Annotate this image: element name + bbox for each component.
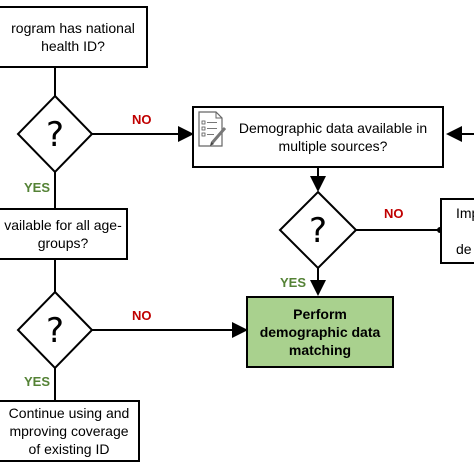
decision-diamond-3: [16, 290, 94, 370]
box-continue-existing-id: Continue using and mproving coverage of …: [0, 400, 140, 462]
yes-label: YES: [24, 180, 51, 195]
box-national-health-id: rogram has national health ID?: [0, 6, 148, 68]
no-label: NO: [132, 308, 152, 323]
box-available-age-groups: vailable for all age- groups?: [0, 208, 128, 260]
document-checklist-pencil-icon: [198, 111, 227, 147]
decision-diamond-1: [16, 94, 94, 174]
decision-symbol: ?: [46, 115, 64, 155]
decision-symbol: ?: [46, 311, 64, 351]
decision-diamond-2: [278, 190, 358, 270]
box-demographic-text: Demographic data available in multiple s…: [238, 120, 428, 154]
no-label: NO: [132, 112, 152, 127]
box-perform-matching: Perform demographic data matching: [246, 296, 394, 368]
no-label: NO: [384, 206, 404, 221]
decision-symbol: ?: [309, 211, 327, 251]
box-right-partial: Imp de: [440, 198, 474, 264]
yes-label: YES: [24, 374, 51, 389]
yes-label: YES: [280, 275, 307, 290]
box-demographic-data: Demographic data available in multiple s…: [192, 106, 444, 168]
